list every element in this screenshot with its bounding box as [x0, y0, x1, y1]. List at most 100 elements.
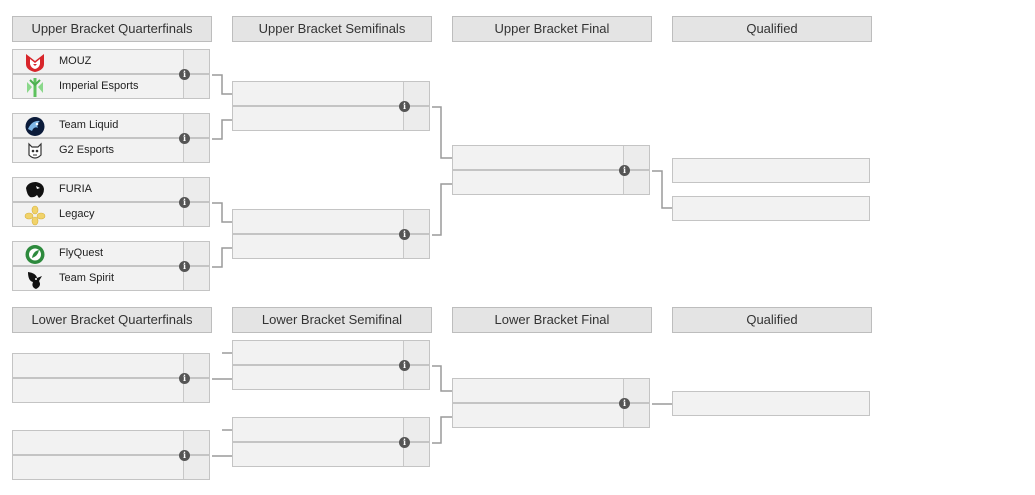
team-name: FlyQuest [59, 247, 104, 259]
lower-sf-match-1[interactable]: i [232, 340, 430, 390]
team-slot-empty[interactable] [232, 209, 430, 234]
lower-qf-match-2[interactable]: i [12, 430, 210, 480]
score-cell [623, 146, 649, 169]
team-slot-empty[interactable] [12, 455, 210, 480]
team-slot-empty[interactable] [232, 81, 430, 106]
score-cell [403, 443, 429, 466]
team-slot-empty[interactable] [452, 170, 650, 195]
team-slot-imperial[interactable]: Imperial Esports [12, 74, 210, 99]
match-info-icon[interactable]: i [399, 437, 410, 448]
score-cell [403, 107, 429, 130]
team-slot-empty[interactable] [12, 353, 210, 378]
team-slot-empty[interactable] [232, 417, 430, 442]
upper-sf-match-1[interactable]: i [232, 81, 430, 131]
team-name: MOUZ [59, 55, 92, 67]
score-cell [183, 203, 209, 226]
score-cell [183, 75, 209, 98]
match-info-icon[interactable]: i [179, 69, 190, 80]
score-cell [403, 235, 429, 258]
legacy-logo [24, 205, 46, 226]
team-name: Team Liquid [59, 119, 119, 131]
spirit-logo [28, 272, 42, 289]
score-cell [183, 379, 209, 402]
upper-sf-match-2[interactable]: i [232, 209, 430, 259]
score-cell [183, 354, 209, 377]
team-slot-empty[interactable] [232, 442, 430, 467]
upper-qf-match-3[interactable]: FURIA Legacy i [12, 177, 210, 227]
team-name: G2 Esports [59, 144, 115, 156]
liquid-logo [25, 117, 45, 136]
header-upper-final: Upper Bracket Final [452, 16, 652, 42]
score-cell [183, 242, 209, 265]
upper-qf-match-4[interactable]: FlyQuest Team Spirit i [12, 241, 210, 291]
score-cell [183, 139, 209, 162]
score-cell [623, 171, 649, 194]
match-info-icon[interactable]: i [399, 229, 410, 240]
header-lower-qualified: Qualified [672, 307, 872, 333]
lower-sf-match-2[interactable]: i [232, 417, 430, 467]
team-name: Imperial Esports [59, 80, 139, 92]
mouz-logo [26, 54, 44, 72]
team-slot-empty[interactable] [232, 365, 430, 390]
header-upper-qualified: Qualified [672, 16, 872, 42]
match-info-icon[interactable]: i [619, 165, 630, 176]
score-cell [183, 178, 209, 201]
team-slot-g2[interactable]: G2 Esports [12, 138, 210, 163]
score-cell [403, 366, 429, 389]
lower-qualified-slot[interactable] [672, 391, 870, 416]
score-cell [403, 82, 429, 105]
team-slot-empty[interactable] [12, 378, 210, 403]
team-slot-flyquest[interactable]: FlyQuest [12, 241, 210, 266]
match-info-icon[interactable]: i [619, 398, 630, 409]
score-cell [623, 404, 649, 427]
team-slot-legacy[interactable]: Legacy [12, 202, 210, 227]
lower-qf-match-1[interactable]: i [12, 353, 210, 403]
score-cell [183, 456, 209, 479]
match-info-icon[interactable]: i [179, 373, 190, 384]
header-lower-final: Lower Bracket Final [452, 307, 652, 333]
team-name: Legacy [59, 208, 95, 220]
match-info-icon[interactable]: i [399, 101, 410, 112]
team-slot-spirit[interactable]: Team Spirit [12, 266, 210, 291]
imperial-logo [27, 78, 43, 97]
team-slot-empty[interactable] [452, 145, 650, 170]
score-cell [183, 431, 209, 454]
team-slot-empty[interactable] [12, 430, 210, 455]
g2-logo [28, 142, 42, 159]
flyquest-logo [25, 245, 45, 264]
upper-qf-match-1[interactable]: MOUZ Imperial Esports i [12, 49, 210, 99]
match-info-icon[interactable]: i [179, 133, 190, 144]
score-cell [183, 50, 209, 73]
score-cell [403, 418, 429, 441]
upper-qualified-slot-2[interactable] [672, 196, 870, 221]
team-slot-liquid[interactable]: Team Liquid [12, 113, 210, 138]
header-upper-semifinals: Upper Bracket Semifinals [232, 16, 432, 42]
header-upper-quarterfinals: Upper Bracket Quarterfinals [12, 16, 212, 42]
score-cell [183, 267, 209, 290]
score-cell [183, 114, 209, 137]
upper-qualified-slot-1[interactable] [672, 158, 870, 183]
lower-final-match[interactable]: i [452, 378, 650, 428]
score-cell [403, 210, 429, 233]
team-name: Team Spirit [59, 272, 115, 284]
match-info-icon[interactable]: i [399, 360, 410, 371]
upper-final-match[interactable]: i [452, 145, 650, 195]
team-slot-empty[interactable] [452, 378, 650, 403]
furia-logo [26, 182, 44, 198]
team-slot-empty[interactable] [232, 106, 430, 131]
header-lower-semifinal: Lower Bracket Semifinal [232, 307, 432, 333]
team-slot-empty[interactable] [232, 340, 430, 365]
score-cell [623, 379, 649, 402]
team-slot-empty[interactable] [232, 234, 430, 259]
match-info-icon[interactable]: i [179, 450, 190, 461]
score-cell [403, 341, 429, 364]
team-slot-empty[interactable] [452, 403, 650, 428]
team-slot-furia[interactable]: FURIA [12, 177, 210, 202]
team-slot-mouz[interactable]: MOUZ [12, 49, 210, 74]
match-info-icon[interactable]: i [179, 261, 190, 272]
team-name: FURIA [59, 183, 92, 195]
match-info-icon[interactable]: i [179, 197, 190, 208]
upper-qf-match-2[interactable]: Team Liquid G2 Esports i [12, 113, 210, 163]
header-lower-quarterfinals: Lower Bracket Quarterfinals [12, 307, 212, 333]
